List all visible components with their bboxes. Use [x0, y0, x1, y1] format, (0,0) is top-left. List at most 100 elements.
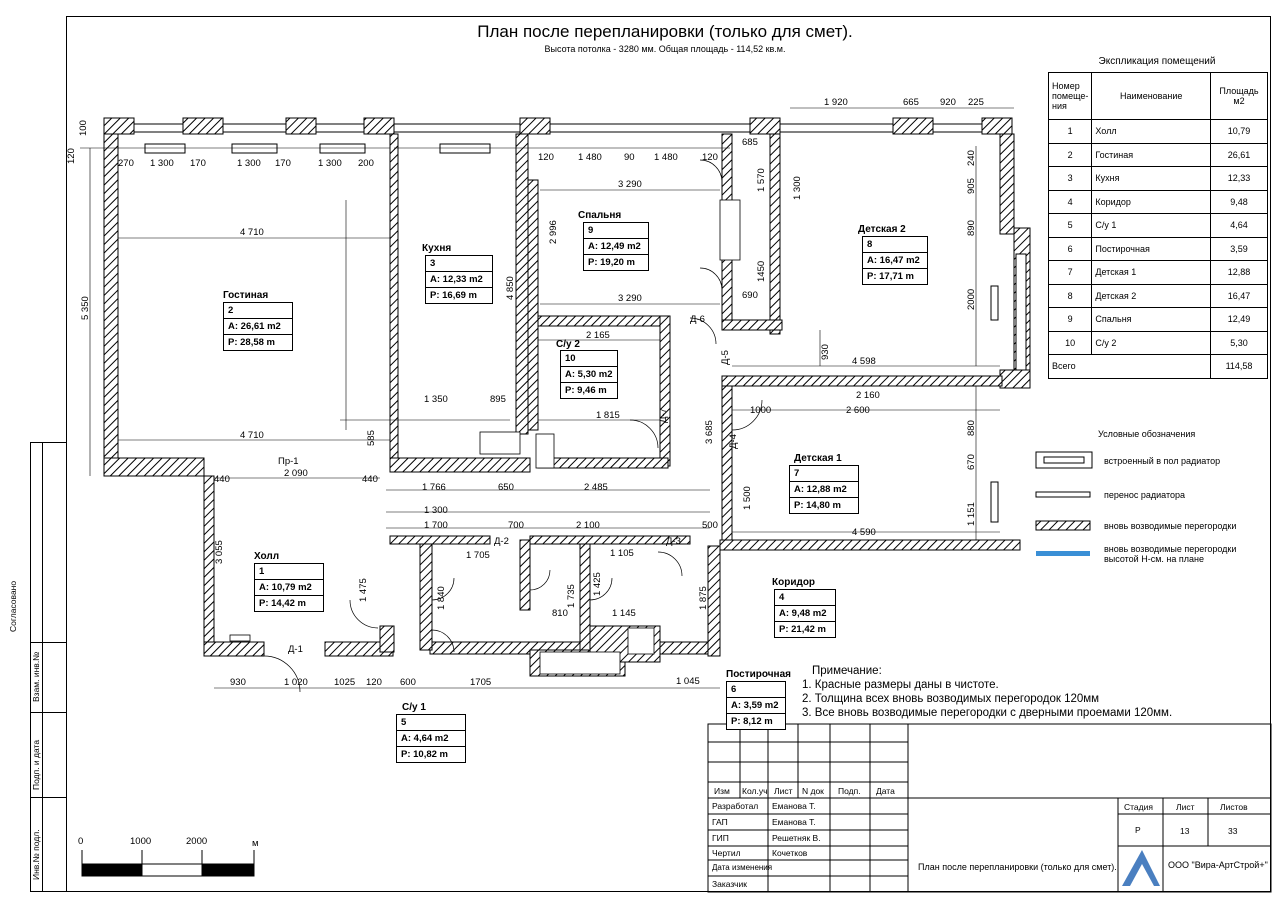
tb-header: Лист — [774, 786, 793, 796]
tb-name: Еманова Т. — [772, 801, 816, 811]
door-label-5: Д-5 — [719, 350, 731, 365]
window — [133, 123, 184, 133]
dim-label: 440 — [362, 474, 378, 485]
dim-label: 3 290 — [618, 179, 642, 190]
wall-segment — [203, 475, 215, 657]
dim-label: 3 685 — [704, 420, 715, 444]
dim-label: 1 300 — [237, 158, 261, 169]
dim-label: 240 — [966, 150, 977, 166]
window — [315, 123, 365, 133]
partition — [389, 535, 491, 545]
dim-label: 1 570 — [756, 168, 767, 192]
partition — [419, 539, 433, 651]
dim-label: 225 — [968, 97, 984, 108]
fixture — [539, 651, 621, 675]
dim-label: 1 425 — [592, 572, 603, 596]
fixture — [229, 634, 251, 642]
dim-label: 2 485 — [584, 482, 608, 493]
room-name-hall: Холл — [254, 551, 280, 562]
wall-segment — [285, 117, 317, 135]
dim-label: 1705 — [470, 677, 492, 688]
legend-item: перенос радиатора — [1104, 490, 1185, 500]
dim-label: 1 875 — [698, 586, 709, 610]
window — [779, 123, 894, 133]
dim-label: 440 — [214, 474, 230, 485]
room-name-laundry: Постирочная — [726, 669, 791, 680]
legend-item: встроенный в пол радиатор — [1104, 456, 1221, 466]
dim-label: 690 — [742, 290, 758, 301]
partition — [537, 457, 669, 469]
dim-label: 920 — [940, 97, 956, 108]
dim-label: 2 090 — [284, 468, 308, 479]
dim-label: 2 100 — [576, 520, 600, 531]
scale-label: 2000 — [186, 836, 208, 847]
fixture — [535, 433, 555, 469]
dim-label: 4 710 — [240, 430, 264, 441]
window — [549, 123, 751, 133]
door-label-6: Д-6 — [690, 314, 705, 325]
wall-segment — [999, 369, 1031, 389]
note-item: 1. Красные размеры даны в чистоте. — [802, 679, 999, 691]
room-name-wc2: С/у 2 — [556, 339, 580, 350]
dim-label: 1 480 — [654, 152, 678, 163]
dim-label: 120 — [66, 148, 77, 164]
room-name-kitchen: Кухня — [422, 243, 452, 254]
dim-label: 1 700 — [424, 520, 448, 531]
dim-label: 1 766 — [422, 482, 446, 493]
dim-label: 1 480 — [578, 152, 602, 163]
dim-label: 4 598 — [852, 356, 876, 367]
dim-label: 1 705 — [466, 550, 490, 561]
wall-segment — [363, 117, 395, 135]
dim-label: 3 055 — [214, 540, 225, 564]
dim-label: 1 300 — [150, 158, 174, 169]
dim-label: 1 300 — [424, 505, 448, 516]
dim-label: 3 290 — [618, 293, 642, 304]
side-stamp — [30, 442, 66, 892]
tb-role: ГИП — [712, 833, 729, 843]
partition — [515, 133, 529, 435]
partition — [519, 539, 531, 611]
door-label-pr1: Пр-1 — [278, 456, 299, 467]
company-logo — [1122, 850, 1160, 886]
fixture — [719, 199, 741, 261]
expl-header-name: Наименование — [1091, 72, 1211, 120]
legend-title: Условные обозначения — [1098, 429, 1196, 439]
partition — [721, 375, 1003, 387]
dim-label: 500 — [702, 520, 718, 531]
room-name-wc1: С/у 1 — [402, 702, 426, 713]
tb-name: Решетняк В. — [772, 833, 821, 843]
tb-role: Разработал — [712, 801, 759, 811]
dim-label: 120 — [538, 152, 554, 163]
legend-item: вновь возводимые перегородки — [1104, 521, 1237, 531]
tb-header: Изм — [714, 786, 730, 796]
partition — [527, 179, 539, 431]
tb-sheet-header: Лист — [1176, 802, 1195, 812]
dim-label: 700 — [508, 520, 524, 531]
notes: Примечание: 1. Красные размеры даны в чи… — [802, 664, 1172, 720]
wall-segment — [103, 133, 119, 477]
tb-header: Кол.уч — [742, 786, 768, 796]
dim-label: 2000 — [966, 288, 977, 310]
dim-label: 1 815 — [596, 410, 620, 421]
dim-label: 100 — [78, 120, 89, 136]
wall-segment — [103, 117, 135, 135]
dim-label: 120 — [366, 677, 382, 688]
legend-item: вновь возводимые перегородки высотой Н-с… — [1104, 544, 1237, 564]
dim-label: 905 — [966, 178, 977, 194]
wall-segment — [182, 117, 224, 135]
tb-sheets-header: Листов — [1220, 802, 1248, 812]
dim-label: 1 105 — [610, 548, 634, 559]
tb-name: Еманова Т. — [772, 817, 816, 827]
radiator — [990, 481, 999, 523]
